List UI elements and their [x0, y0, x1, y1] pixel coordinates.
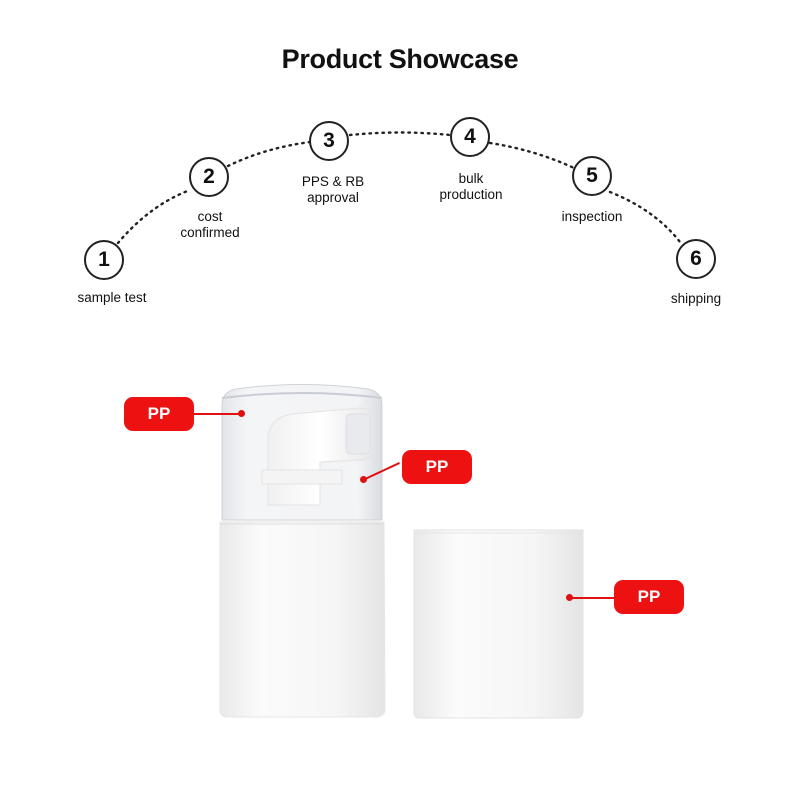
callout-leader-line [570, 597, 614, 599]
material-tag-overcap: PP [124, 397, 194, 431]
material-tag-outer-cup: PP [614, 580, 684, 614]
step-6-label: shipping [670, 291, 722, 306]
step-6-circle: 6 [676, 239, 716, 279]
step-5-circle: 5 [572, 156, 612, 196]
callout-dot [238, 410, 245, 417]
material-tag-pump: PP [402, 450, 472, 484]
process-dotted-arc [116, 131, 682, 245]
step-5-label: inspection [561, 209, 623, 224]
callout-dot [360, 476, 367, 483]
step-2-label: cost confirmed [180, 209, 240, 240]
callout-leader-line [194, 413, 239, 415]
callout-dot [566, 594, 573, 601]
step-3-label: PPS & RB approval [301, 174, 365, 205]
clear-overcap [221, 384, 383, 521]
step-4-circle: 4 [450, 117, 490, 157]
page-title: Product Showcase [281, 44, 519, 74]
step-1-label: sample test [77, 290, 147, 305]
step-2-circle: 2 [189, 157, 229, 197]
step-3-circle: 3 [309, 121, 349, 161]
step-4-label: bulk production [439, 171, 503, 202]
outer-cup [413, 529, 584, 719]
bottle-body [219, 521, 386, 718]
step-1-circle: 1 [84, 240, 124, 280]
